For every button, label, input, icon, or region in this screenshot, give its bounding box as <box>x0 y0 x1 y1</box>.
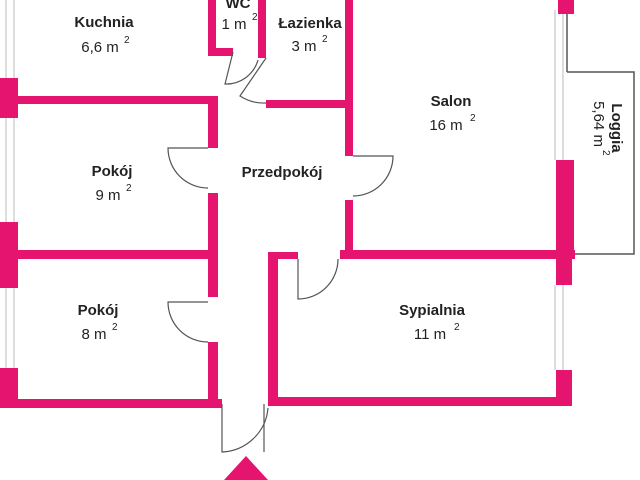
room-name: Loggia <box>608 103 625 153</box>
room-area-exponent: 2 <box>112 322 118 333</box>
room-name: Salon <box>431 93 472 110</box>
room-pokoj-2: Pokój 8 m 2 <box>78 302 119 343</box>
walls <box>0 0 575 408</box>
room-loggia: Loggia 5,64 m 2 <box>590 101 625 156</box>
windows <box>5 0 564 370</box>
room-area-exponent: 2 <box>454 322 460 333</box>
room-kuchnia: Kuchnia 6,6 m 2 <box>74 14 134 56</box>
room-pokoj-1: Pokój 9 m 2 <box>92 163 133 204</box>
room-area: 16 m <box>429 117 462 134</box>
room-area: 3 m <box>291 38 316 55</box>
room-salon: Salon 16 m 2 <box>429 93 476 134</box>
room-area-exponent: 2 <box>126 183 132 194</box>
room-name: Pokój <box>78 302 119 319</box>
room-name: Sypialnia <box>399 302 466 319</box>
room-name: Przedpokój <box>242 164 323 181</box>
room-name: Łazienka <box>278 15 342 32</box>
room-area-exponent: 2 <box>322 34 328 45</box>
room-przedpokoj: Przedpokój <box>242 164 323 181</box>
room-name: WC <box>226 0 251 12</box>
room-name: Pokój <box>92 163 133 180</box>
room-area: 9 m <box>95 187 120 204</box>
doors <box>167 51 394 453</box>
room-wc: WC 1 m 2 <box>221 0 258 33</box>
room-name: Kuchnia <box>74 14 134 31</box>
room-sypialnia: Sypialnia 11 m 2 <box>399 302 466 343</box>
room-lazienka: Łazienka 3 m 2 <box>278 15 342 55</box>
entrance-arrow-icon <box>224 456 268 480</box>
room-area: 1 m <box>221 16 246 33</box>
room-area: 11 m <box>414 326 446 343</box>
room-area: 5,64 m <box>590 101 607 147</box>
room-area-exponent: 2 <box>124 35 130 46</box>
room-area: 6,6 m <box>81 39 119 56</box>
loggia-outline <box>566 6 635 255</box>
room-area: 8 m <box>81 326 106 343</box>
room-area-exponent: 2 <box>252 12 258 23</box>
room-area-exponent: 2 <box>470 113 476 124</box>
room-area-exponent: 2 <box>600 150 611 156</box>
